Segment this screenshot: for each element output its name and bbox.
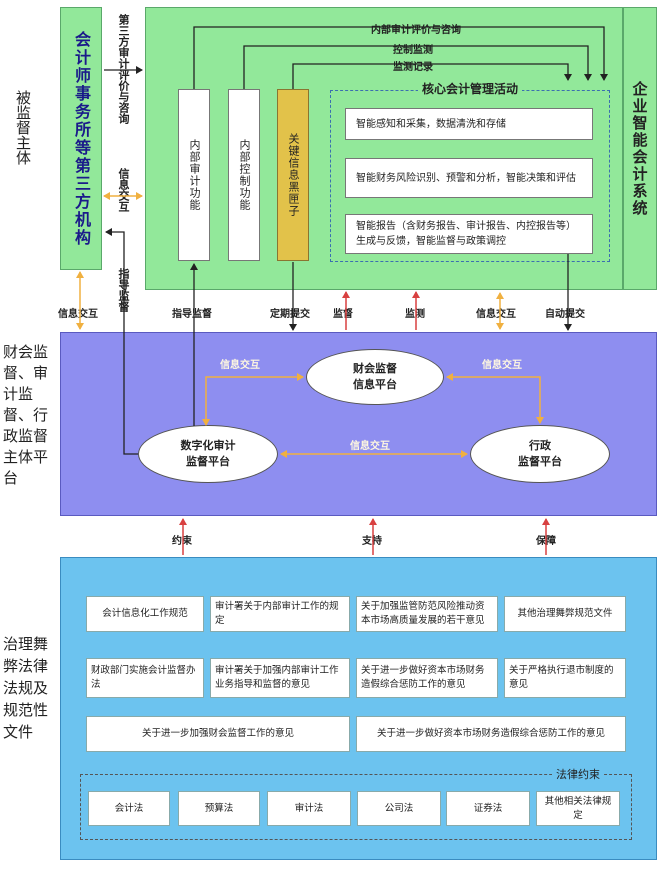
third-party-audit-label: 第三方审计评价与咨询 <box>117 14 130 124</box>
core-title-text: 核心会计管理活动 <box>417 82 522 96</box>
side-label-platforms: 财会监督、审计监督、行政监督主体平台 <box>3 342 51 489</box>
legal-company: 公司法 <box>357 791 441 826</box>
law-r3-2-text: 关于进一步做好资本市场财务造假综合惩防工作的意见 <box>376 728 605 739</box>
legal-company-text: 公司法 <box>384 802 414 814</box>
third-party-guide-label: 指导监督 <box>117 268 130 312</box>
platform-info-exchange-3: 信息交互 <box>350 441 390 452</box>
law-r1-2: 审计署关于内部审计工作的规定 <box>210 596 350 632</box>
legal-constraint-title: 法律约束 <box>552 766 604 782</box>
side-label-platforms-text: 财会监督、审计监督、行政监督主体平台 <box>3 343 49 487</box>
law-r1-3: 关于加强监管防范风险推动资本市场高质量发展的若干意见 <box>356 596 498 632</box>
core-item-1: 智能感知和采集，数据清洗和存储 <box>345 108 593 140</box>
law-r2-2-text: 审计署关于加强内部审计工作业务指导和监督的意见 <box>215 665 339 690</box>
arrow-label-audit-eval: 内部审计评价与咨询 <box>368 21 464 36</box>
label-guarantee: 保障 <box>536 536 556 547</box>
legal-securities-text: 证券法 <box>473 802 503 814</box>
core-item-2: 智能财务风险识别、预警和分析，智能决策和评估 <box>345 158 593 198</box>
law-r2-4-text: 关于严格执行退市制度的意见 <box>509 665 614 690</box>
third-party-info-label: 信息交互 <box>117 168 130 212</box>
legal-budget: 预算法 <box>178 791 260 826</box>
legal-constraint-title-text: 法律约束 <box>556 768 600 781</box>
law-r2-3-text: 关于进一步做好资本市场财务造假综合惩防工作的意见 <box>361 665 485 690</box>
platform-info-exchange-2: 信息交互 <box>482 360 522 371</box>
law-r2-3: 关于进一步做好资本市场财务造假综合惩防工作的意见 <box>356 658 498 698</box>
mid-label-supervise: 监督 <box>333 309 353 320</box>
side-label-supervised: 被监督主体 <box>12 90 34 171</box>
enterprise-system-title-wrap: 企业智能会计系统 <box>624 8 656 289</box>
law-r1-1: 会计信息化工作规范 <box>86 596 204 632</box>
internal-control-label: 内部控制功能 <box>238 139 251 211</box>
core-activities-title: 核心会计管理活动 <box>330 80 610 97</box>
law-r3-2: 关于进一步做好资本市场财务造假综合惩防工作的意见 <box>356 716 626 752</box>
mid-label-auto-submit: 自动提交 <box>545 309 585 320</box>
digital-audit-platform: 数字化审计 监督平台 <box>138 425 278 483</box>
internal-audit-box: 内部审计功能 <box>178 89 210 261</box>
legal-other: 其他相关法律规定 <box>536 791 620 826</box>
internal-audit-label: 内部审计功能 <box>188 139 201 211</box>
core-item-3-text: 智能报告（含财务报告、审计报告、内控报告等）生成与反馈，智能监督与政策调控 <box>356 221 576 247</box>
core-item-3: 智能报告（含财务报告、审计报告、内控报告等）生成与反馈，智能监督与政策调控 <box>345 214 593 254</box>
law-r1-3-text: 关于加强监管防范风险推动资本市场高质量发展的若干意见 <box>361 601 485 626</box>
core-item-1-text: 智能感知和采集，数据清洗和存储 <box>356 118 506 130</box>
legal-accounting-text: 会计法 <box>114 802 144 814</box>
label-restrain: 约束 <box>172 536 192 547</box>
law-r2-2: 审计署关于加强内部审计工作业务指导和监督的意见 <box>210 658 350 698</box>
enterprise-system-divider <box>622 8 624 289</box>
side-label-regulations-text: 治理舞弊法律法规及规范性文件 <box>3 635 49 741</box>
third-party-title: 会计师事务所等第三方机构 <box>72 30 91 247</box>
law-r2-1-text: 财政部门实施会计监督办法 <box>91 665 196 690</box>
mid-label-info-exchange-left: 信息交互 <box>58 309 98 320</box>
mid-label-periodic-submit: 定期提交 <box>270 309 310 320</box>
law-r1-2-text: 审计署关于内部审计工作的规定 <box>215 601 339 626</box>
mid-label-info-exchange-right: 信息交互 <box>476 309 516 320</box>
legal-audit: 审计法 <box>267 791 351 826</box>
arrow-label-monitor-record: 监测记录 <box>390 58 436 73</box>
key-info-label: 关键信息黑匣子 <box>287 133 300 217</box>
mid-label-guide-supervise: 指导监督 <box>172 309 212 320</box>
side-label-regulations: 治理舞弊法律法规及规范性文件 <box>3 633 51 743</box>
side-label-supervised-text: 被监督主体 <box>14 90 32 165</box>
mid-label-monitor: 监测 <box>405 309 425 320</box>
arrow-label-control-monitor: 控制监测 <box>390 41 436 56</box>
third-party-box: 会计师事务所等第三方机构 <box>60 7 102 270</box>
legal-securities: 证券法 <box>446 791 530 826</box>
finance-platform: 财会监督 信息平台 <box>306 349 444 405</box>
legal-budget-text: 预算法 <box>204 802 234 814</box>
legal-constraint-area <box>80 774 632 840</box>
platform-info-exchange-1: 信息交互 <box>220 360 260 371</box>
admin-platform: 行政 监督平台 <box>470 425 610 483</box>
law-r3-1: 关于进一步加强财会监督工作的意见 <box>86 716 350 752</box>
internal-control-box: 内部控制功能 <box>228 89 260 261</box>
law-r1-4-text: 其他治理舞弊规范文件 <box>517 608 613 619</box>
law-r3-1-text: 关于进一步加强财会监督工作的意见 <box>141 728 294 739</box>
law-r2-4: 关于严格执行退市制度的意见 <box>504 658 626 698</box>
law-r2-1: 财政部门实施会计监督办法 <box>86 658 204 698</box>
legal-other-text: 其他相关法律规定 <box>544 795 612 821</box>
law-r1-1-text: 会计信息化工作规范 <box>102 608 188 619</box>
core-item-2-text: 智能财务风险识别、预警和分析，智能决策和评估 <box>356 172 576 184</box>
enterprise-system-title: 企业智能会计系统 <box>630 80 649 217</box>
legal-audit-text: 审计法 <box>294 802 324 814</box>
law-r1-4: 其他治理舞弊规范文件 <box>504 596 626 632</box>
legal-accounting: 会计法 <box>88 791 170 826</box>
key-info-box: 关键信息黑匣子 <box>277 89 309 261</box>
label-support: 支持 <box>362 536 382 547</box>
